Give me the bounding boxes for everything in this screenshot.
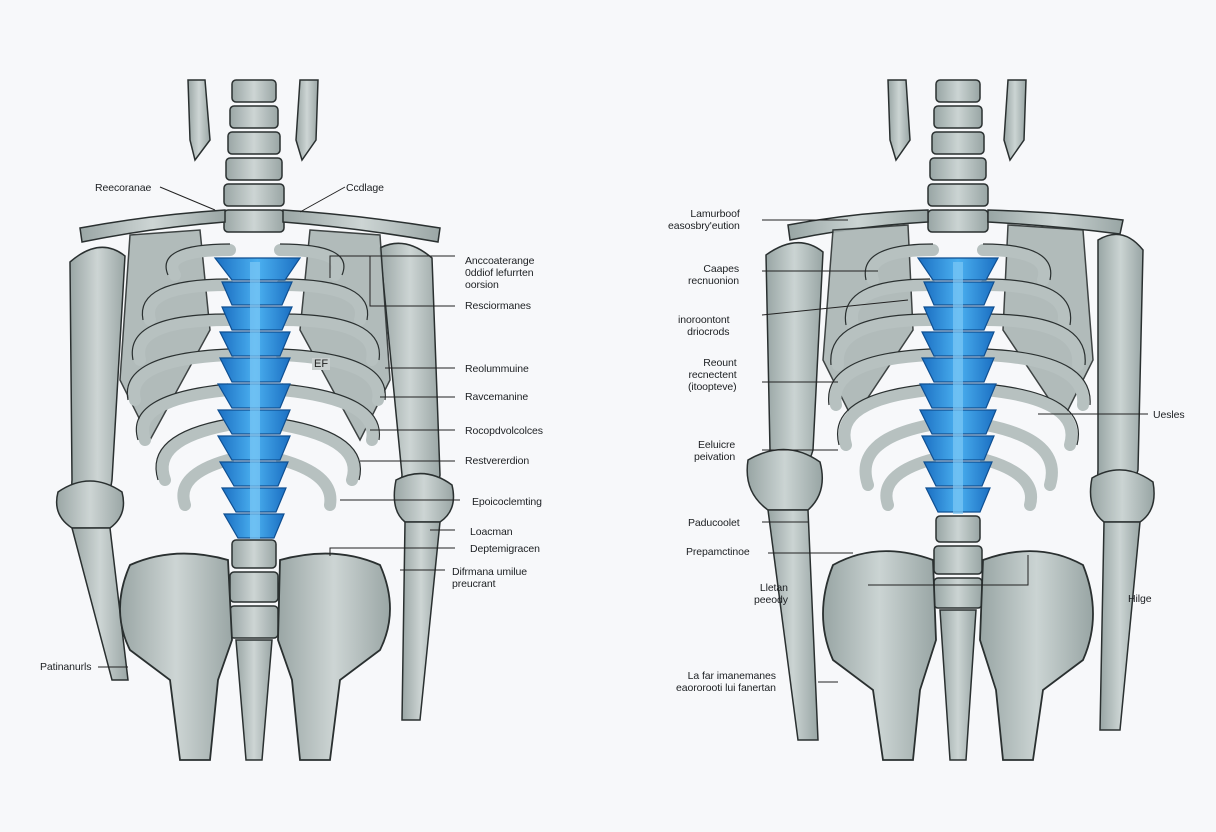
right-label-4: Reount recnectent (itoopteve)	[688, 357, 737, 393]
right-leader-lines	[761, 219, 1148, 683]
left-label-13: Patinanurls	[40, 661, 92, 673]
left-label-4: Resciormanes	[465, 300, 531, 312]
cervical-spine	[887, 79, 1027, 233]
right-label-8: Prepamctinoe	[686, 546, 750, 558]
right-label-9: Lletan peeody	[754, 582, 788, 606]
right-label-3: inoroontont driocrods	[678, 314, 730, 338]
left-label-1: Reecoranae	[95, 182, 152, 194]
left-label-5: Reolummuine	[465, 363, 529, 375]
lumbar-spine	[229, 539, 279, 761]
thoracic-spine-highlight	[213, 257, 302, 542]
right-label-10: Hilge	[1128, 593, 1152, 605]
left-label-2: Ccdlage	[346, 182, 384, 194]
pelvis	[119, 552, 391, 761]
rib-cage	[126, 243, 386, 511]
left-label-3: Anccoaterange 0ddiof lefurrten oorsion	[465, 255, 535, 291]
clavicles	[79, 209, 441, 243]
left-leader-lines	[98, 186, 460, 668]
arms	[746, 233, 1155, 741]
rib-cage	[828, 243, 1091, 511]
thoracic-spine-highlight	[916, 257, 1000, 514]
left-label-11: Deptemigracen	[470, 543, 540, 555]
left-skeleton-figure: EF Reecoranae Ccdlage Anccoaterange 0ddi…	[40, 79, 543, 761]
left-label-9: Epoicoclemting	[472, 496, 542, 508]
right-label-7: Paducoolet	[688, 517, 740, 529]
left-skeleton-illustration	[55, 79, 460, 761]
left-label-8: Restvererdion	[465, 455, 530, 467]
left-label-7: Rocopdvolcolces	[465, 425, 543, 437]
right-label-6: Eeluicre peivation	[694, 439, 736, 463]
left-label-10: Loacman	[470, 526, 513, 538]
right-label-11: La far imanemanes eaororooti lui fanerta…	[676, 670, 776, 694]
cervical-spine	[187, 79, 319, 233]
left-label-6: Ravcemanine	[465, 391, 529, 403]
right-skeleton-illustration	[746, 79, 1155, 761]
left-label-12: Difrmana umilue preucrant	[452, 566, 527, 590]
pelvis	[822, 550, 1094, 761]
lumbar-spine	[933, 515, 983, 761]
right-label-2: Caapes recnuonion	[688, 263, 739, 287]
right-label-5: Uesles	[1153, 409, 1185, 421]
clavicles	[787, 209, 1124, 241]
right-label-1: Lamurboof easosbry'eution	[668, 208, 740, 232]
right-skeleton-figure: Lamurboof easosbry'eution Caapes recnuon…	[608, 0, 1216, 832]
inline-tag-ef: EF	[312, 358, 331, 370]
